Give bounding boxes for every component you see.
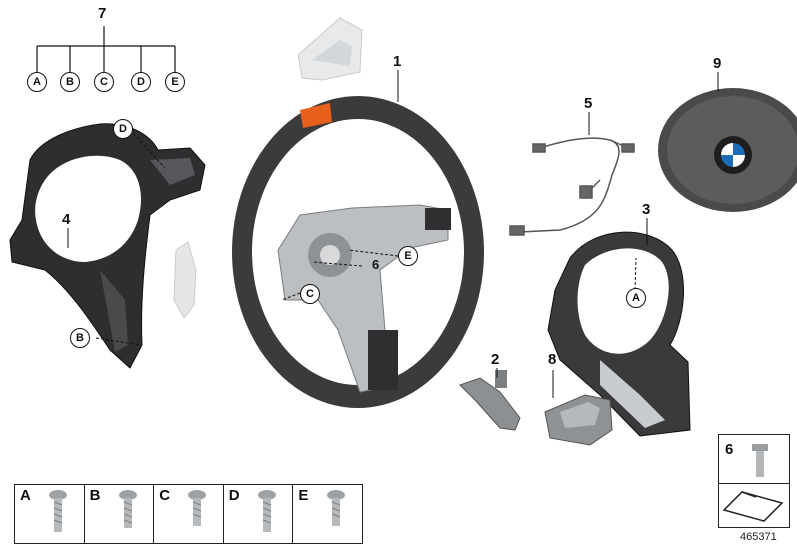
screw-icon bbox=[327, 490, 346, 526]
placement-icon bbox=[722, 491, 784, 522]
divider bbox=[719, 483, 789, 484]
variant-label-b: B bbox=[60, 72, 80, 92]
bolt-icon-part-6 bbox=[752, 444, 768, 477]
trim-cover-part-4 bbox=[9, 123, 206, 369]
document-number: 465371 bbox=[740, 531, 777, 543]
screw-letter: B bbox=[89, 487, 101, 504]
part-6-box: 6 bbox=[718, 434, 790, 528]
screw-ref-e: E bbox=[398, 246, 418, 266]
screw-icon bbox=[49, 490, 67, 532]
screw-icon bbox=[118, 490, 137, 528]
screw-table: A B C D E bbox=[14, 484, 363, 544]
callout-4: 4 bbox=[62, 211, 71, 228]
screw-cell-a: A bbox=[15, 485, 85, 543]
paddle-shifter-top bbox=[297, 17, 363, 81]
trim-cover-part-3 bbox=[547, 231, 691, 437]
variant-label-e: E bbox=[165, 72, 185, 92]
sensor-part-2 bbox=[459, 370, 521, 431]
variant-label-c: C bbox=[94, 72, 114, 92]
screw-cell-b: B bbox=[85, 485, 155, 543]
screw-ref-c: C bbox=[300, 284, 320, 304]
screw-icon bbox=[257, 490, 276, 532]
screw-icon bbox=[188, 490, 207, 526]
steering-wheel-part-1 bbox=[232, 96, 484, 408]
screw-ref-d: D bbox=[113, 119, 133, 139]
paddle-shifter-left bbox=[173, 241, 197, 319]
screw-ref-b: B bbox=[70, 328, 90, 348]
bracket-part-8 bbox=[544, 394, 613, 446]
variant-label-d: D bbox=[131, 72, 151, 92]
screw-letter: A bbox=[20, 487, 31, 504]
airbag-part-9 bbox=[658, 88, 797, 212]
callout-8: 8 bbox=[548, 351, 557, 368]
screw-cell-e: E bbox=[293, 485, 362, 543]
callout-7: 7 bbox=[98, 5, 107, 22]
callout-2: 2 bbox=[491, 351, 500, 368]
screw-letter: C bbox=[159, 487, 171, 504]
screw-letter: D bbox=[228, 487, 240, 504]
variant-label-a: A bbox=[27, 72, 47, 92]
wiring-harness-part-5 bbox=[509, 137, 635, 236]
callout-5: 5 bbox=[584, 95, 593, 112]
callout-3: 3 bbox=[642, 201, 651, 218]
screw-ref-a: A bbox=[626, 288, 646, 308]
screw-cell-d: D bbox=[224, 485, 294, 543]
screw-cell-c: C bbox=[154, 485, 224, 543]
variant-tree-lines bbox=[36, 26, 176, 72]
part-6-number: 6 bbox=[725, 441, 734, 458]
callout-1: 1 bbox=[393, 53, 402, 70]
leader-lines bbox=[67, 70, 719, 398]
callout-9: 9 bbox=[713, 55, 722, 72]
screw-letter: E bbox=[298, 487, 309, 504]
callout-6: 6 bbox=[372, 257, 380, 272]
